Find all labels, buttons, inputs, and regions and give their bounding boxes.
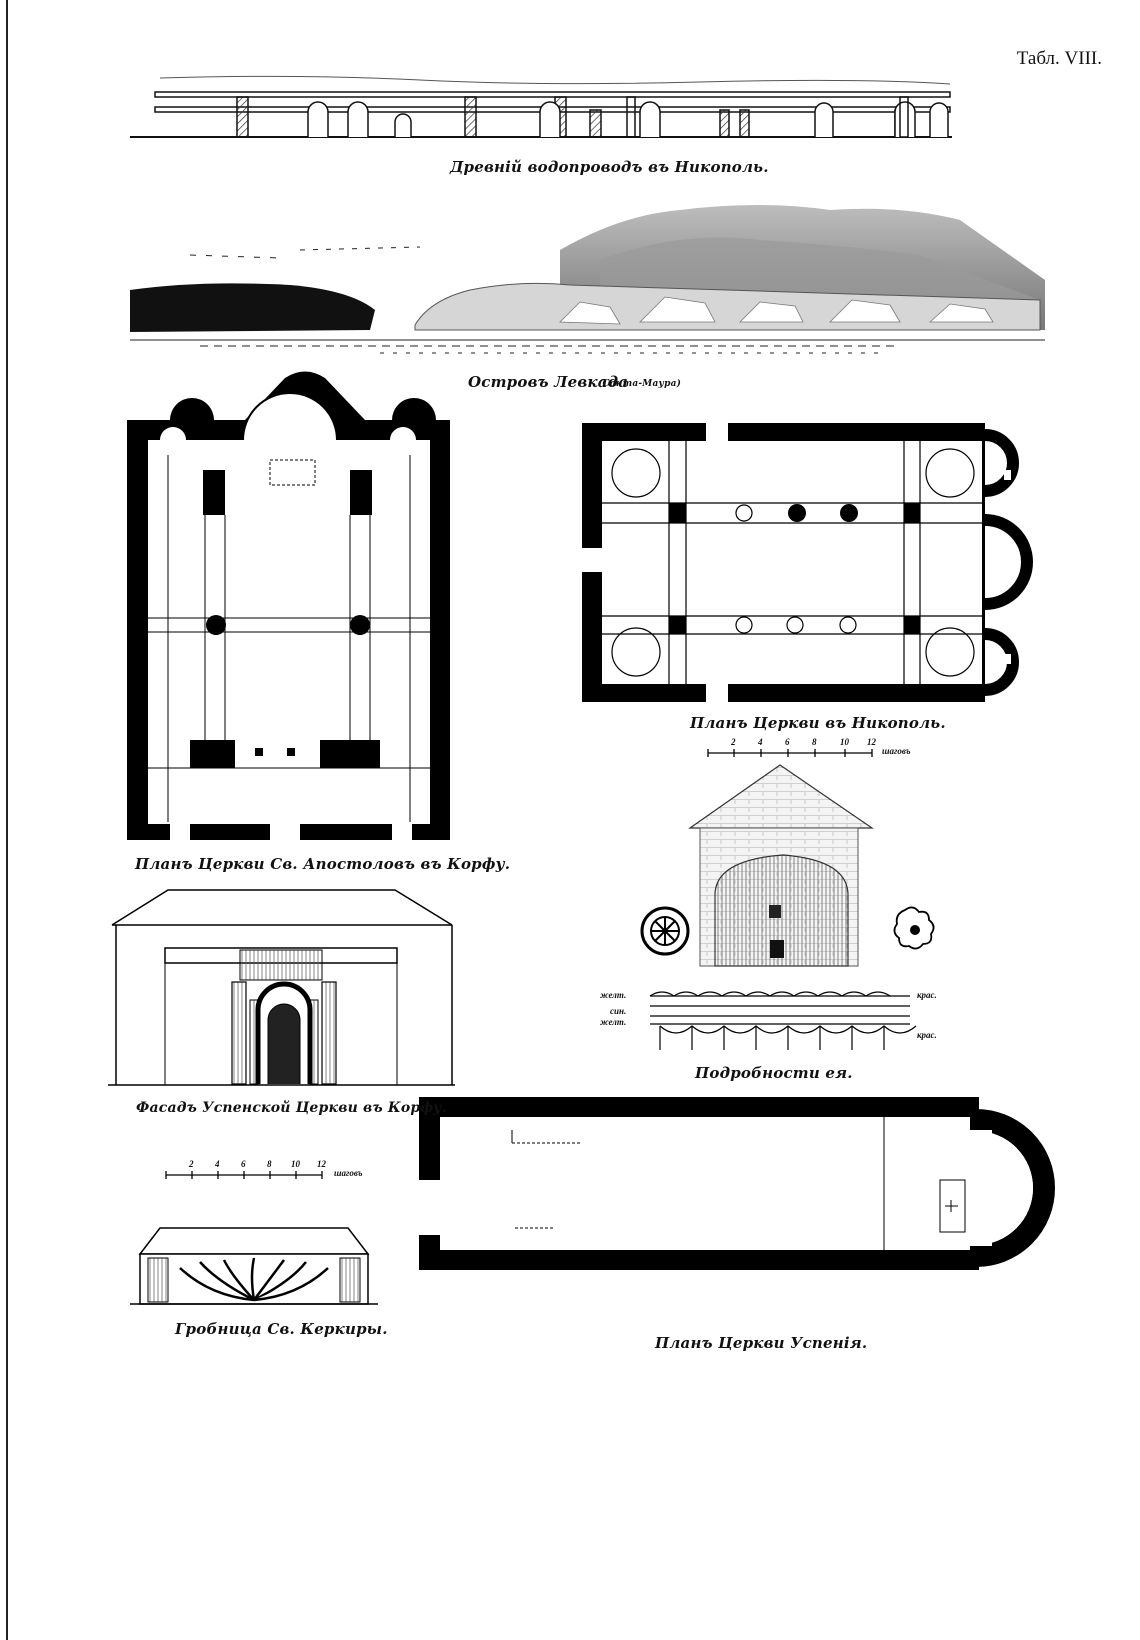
scale-corfu-tick-6: 6 <box>241 1159 246 1169</box>
scale-corfu-tick-2: 2 <box>189 1159 194 1169</box>
scale-nikopol-tick-12: 12 <box>867 737 876 747</box>
caption-facade: Фасадъ Успенской Церкви въ Корфу. <box>136 1100 447 1116</box>
plan-uspenie-church <box>419 1097 1072 1270</box>
scale-corfu-unit: шаговъ <box>334 1168 363 1178</box>
detail-label-right-top: крас. <box>917 990 937 1000</box>
detail-label-left-mid: син. <box>610 1006 627 1016</box>
scale-corfu-tick-12: 12 <box>317 1159 326 1169</box>
scale-nikopol-tick-6: 6 <box>785 737 790 747</box>
tomb-drawing <box>130 1227 378 1305</box>
detail-label-left-bottom: желт. <box>600 1017 627 1027</box>
caption-holy-apostles-plan: Планъ Церкви Св. Апостоловъ въ Корфу. <box>135 855 511 873</box>
caption-tomb: Гробница Св. Керкиры. <box>175 1320 388 1338</box>
caption-aqueduct: Древній водопроводъ въ Никополь. <box>450 158 769 176</box>
binding-edge-line <box>6 0 8 1640</box>
scale-nikopol-tick-2: 2 <box>731 737 736 747</box>
plan-nikopol-church <box>582 423 1033 702</box>
scale-nikopol-tick-8: 8 <box>812 737 817 747</box>
caption-details: Подробности ея. <box>695 1064 853 1082</box>
scale-bar-nikopol <box>707 749 873 757</box>
island-landscape-drawing <box>130 205 1045 354</box>
scale-nikopol-tick-4: 4 <box>758 737 763 747</box>
scale-nikopol-tick-10: 10 <box>840 737 849 747</box>
plan-holy-apostles <box>127 371 450 840</box>
scale-corfu-tick-10: 10 <box>291 1159 300 1169</box>
plate-number: Табл. VIII. <box>1016 48 1102 69</box>
scale-corfu-tick-4: 4 <box>215 1159 220 1169</box>
caption-island-note: (Санта-Маура) <box>598 379 682 389</box>
details-drawing <box>640 764 935 1050</box>
detail-label-left-top: желт. <box>600 990 627 1000</box>
caption-island: Островъ Левкада <box>468 373 629 391</box>
aqueduct-drawing <box>130 75 952 138</box>
scale-bar-corfu <box>165 1171 323 1179</box>
scale-corfu-tick-8: 8 <box>267 1159 272 1169</box>
caption-nikopol-plan: Планъ Церкви въ Никополь. <box>690 714 946 732</box>
facade-uspenie <box>108 889 455 1086</box>
caption-uspenie-plan: Планъ Церкви Успенія. <box>655 1334 868 1352</box>
detail-label-right-bottom: крас. <box>917 1030 937 1040</box>
scale-nikopol-unit: шаговъ <box>882 746 911 756</box>
